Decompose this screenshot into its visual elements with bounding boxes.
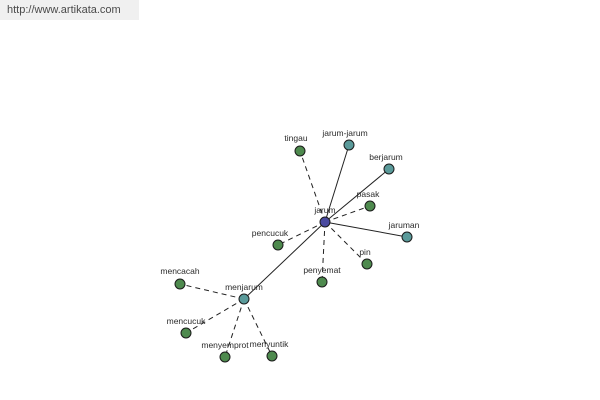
node-jaruman[interactable]: jaruman [388,220,420,243]
node-label-mencucuk: mencucuk [167,316,206,326]
edge-jarum-menjarum [243,221,326,300]
edge-jarum-pasak [324,205,371,223]
node-dot-menjarum[interactable] [238,293,250,305]
graph-edges [179,144,408,358]
node-label-jarum-jarum: jarum-jarum [321,128,367,138]
edge-menjarum-menyuntik [243,298,273,357]
node-label-pencucuk: pencucuk [252,228,289,238]
node-mencacah[interactable]: mencacah [160,266,200,290]
node-dot-pasak[interactable] [364,200,376,212]
node-dot-pencucuk[interactable] [272,239,284,251]
source-url: http://www.artikata.com [7,4,121,16]
node-label-menyuntik: menyuntik [250,339,289,349]
node-menyemprot[interactable]: menyemprot [201,340,249,363]
edge-jarum-berjarum [324,168,390,223]
node-pencucuk[interactable]: pencucuk [252,228,289,251]
node-dot-pin[interactable] [361,258,373,270]
node-dot-berjarum[interactable] [383,163,395,175]
node-menjarum[interactable]: menjarum [225,282,263,305]
node-label-tingau: tingau [284,133,307,143]
node-menyuntik[interactable]: menyuntik [250,339,289,362]
edge-menjarum-menyemprot [224,298,245,358]
node-label-berjarum: berjarum [369,152,403,162]
node-dot-jaruman[interactable] [401,231,413,243]
node-dot-menyuntik[interactable] [266,350,278,362]
node-dot-mencucuk[interactable] [180,327,192,339]
graph-nodes: jarum jarum-jarum berjarum jaruman menjarum t… [160,128,420,363]
node-label-penyemat: penyemat [303,265,341,275]
node-label-pin: pin [359,247,371,257]
edge-jarum-tingau [299,150,326,223]
edge-jarum-pin [324,221,368,265]
node-label-jarum: jarum [313,205,335,215]
node-label-menyemprot: menyemprot [201,340,249,350]
edge-menjarum-mencacah [179,283,245,300]
edge-jarum-penyemat [321,221,326,283]
edge-jarum-jaruman [324,221,408,238]
node-dot-mencacah[interactable] [174,278,186,290]
edge-menjarum-mencucuk [185,298,245,334]
node-penyemat[interactable]: penyemat [303,265,341,288]
node-dot-jarum[interactable] [319,216,331,228]
edge-jarum-jarum-jarum [324,144,350,223]
node-berjarum[interactable]: berjarum [369,152,403,175]
node-jarum[interactable]: jarum [313,205,336,228]
node-tingau[interactable]: tingau [284,133,308,157]
node-dot-penyemat[interactable] [316,276,328,288]
node-dot-menyemprot[interactable] [219,351,231,363]
node-pin[interactable]: pin [359,247,373,270]
node-label-menjarum: menjarum [225,282,263,292]
source-banner: http://www.artikata.com [0,0,139,20]
node-dot-jarum-jarum[interactable] [343,139,355,151]
node-dot-tingau[interactable] [294,145,306,157]
node-jarum-jarum[interactable]: jarum-jarum [321,128,368,151]
node-label-jaruman: jaruman [388,220,420,230]
node-pasak[interactable]: pasak [357,189,380,212]
node-label-pasak: pasak [357,189,380,199]
node-label-mencacah: mencacah [160,266,199,276]
node-mencucuk[interactable]: mencucuk [167,316,206,339]
